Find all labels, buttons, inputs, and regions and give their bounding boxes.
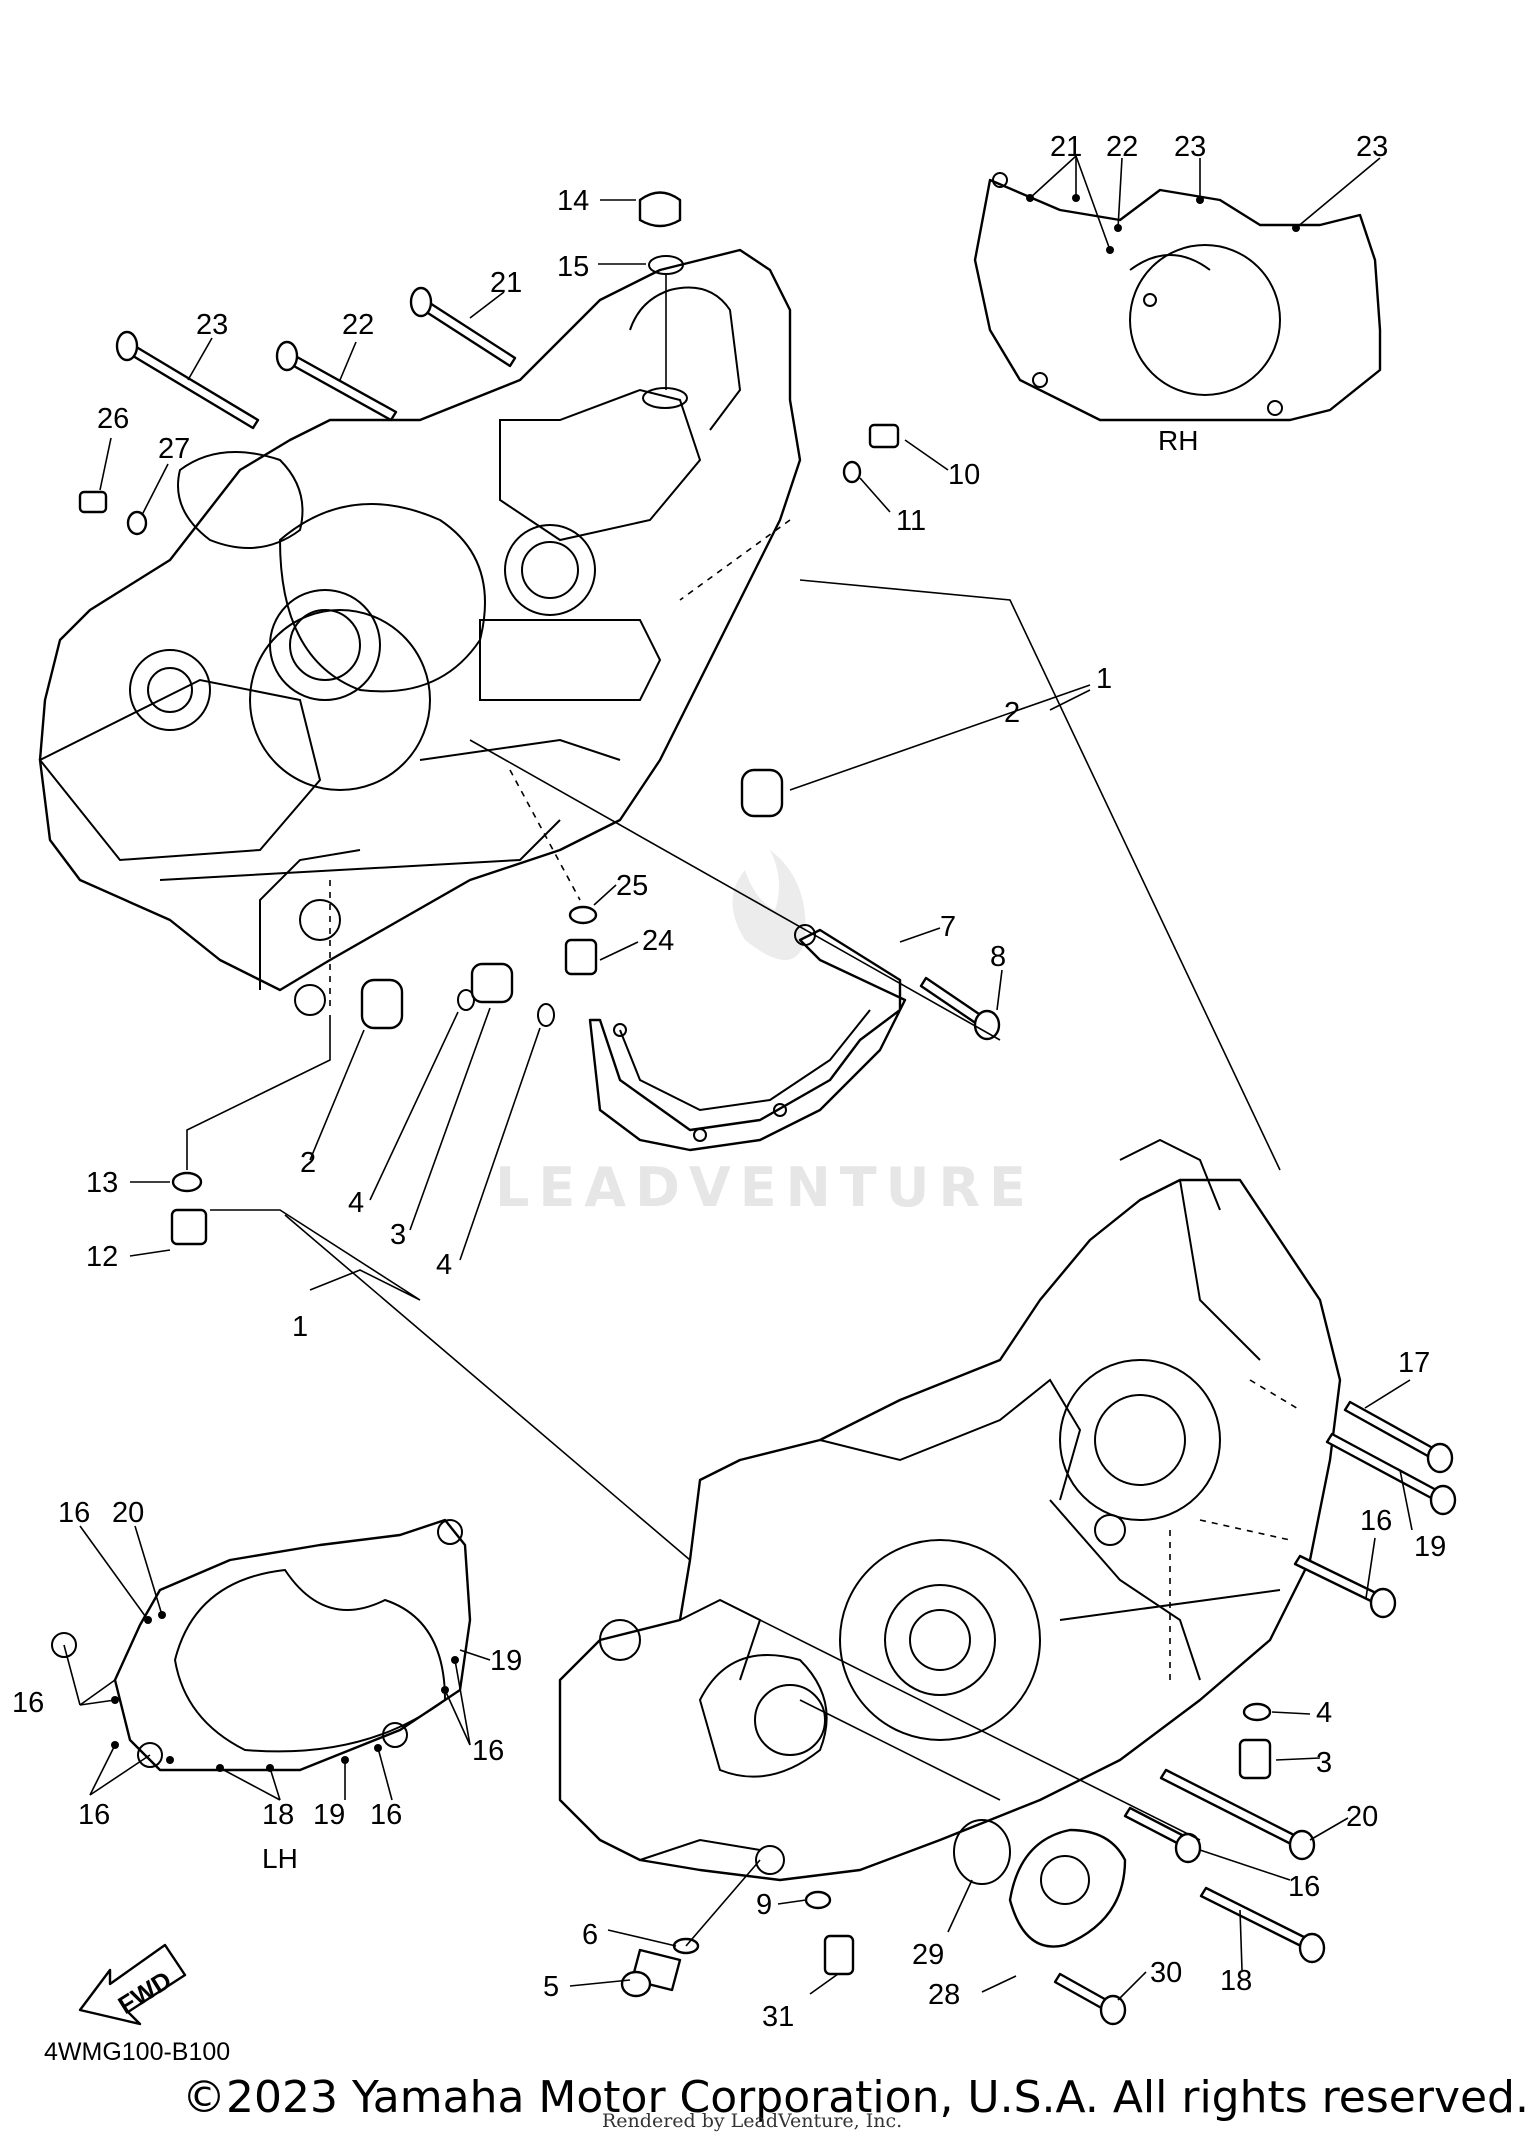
watermark: LEADVENTURE [495, 850, 1035, 1219]
rh-callout-23-a: 23 [1174, 131, 1206, 163]
callout-29: 29 [912, 1939, 944, 1971]
rh-label: RH [1158, 425, 1198, 456]
callout-6: 6 [582, 1919, 598, 1951]
callout-18: 18 [1220, 1965, 1252, 1997]
callout-9: 9 [756, 1889, 772, 1921]
rh-callout-22: 22 [1106, 131, 1138, 163]
lh-callout-18: 18 [262, 1799, 294, 1831]
callout-26: 26 [97, 403, 129, 435]
callout-16-right: 16 [1360, 1505, 1392, 1537]
lh-callout-16-b: 16 [12, 1687, 44, 1719]
callout-7: 7 [940, 911, 956, 943]
exploded-parts-diagram: LEADVENTURE [12, 131, 1457, 2066]
callout-17: 17 [1398, 1347, 1430, 1379]
fasteners [78, 191, 1457, 2026]
lh-callout-20: 20 [112, 1497, 144, 1529]
lh-callout-16-d: 16 [78, 1799, 110, 1831]
rh-callout-21: 21 [1050, 131, 1082, 163]
callout-1-upper: 1 [1096, 663, 1112, 695]
callout-19-right: 19 [1414, 1531, 1446, 1563]
callout-30: 30 [1150, 1957, 1182, 1989]
callout-5: 5 [543, 1971, 559, 2003]
rendered-by-credit: Rendered by LeadVenture, Inc. [602, 2110, 903, 2132]
callout-22: 22 [342, 309, 374, 341]
callout-4-left: 4 [348, 1187, 364, 1219]
lh-callout-19-a: 19 [490, 1645, 522, 1677]
callout-1-lower: 1 [292, 1311, 308, 1343]
callout-31: 31 [762, 2001, 794, 2033]
callout-28: 28 [928, 1979, 960, 2011]
crankcase-guard [588, 924, 907, 1152]
callout-3-left: 3 [390, 1219, 406, 1251]
rh-inset [973, 155, 1382, 422]
callout-21: 21 [490, 267, 522, 299]
callout-4-right: 4 [436, 1249, 452, 1281]
callout-2-upper: 2 [1004, 697, 1020, 729]
diagram-code: 4WMG100-B100 [44, 2038, 230, 2066]
callout-11: 11 [896, 505, 926, 537]
fwd-arrow: FWD [78, 1943, 187, 2026]
callout-10: 10 [948, 459, 980, 491]
callout-15: 15 [557, 251, 589, 283]
callout-2-lower: 2 [300, 1147, 316, 1179]
lh-callout-19-b: 19 [313, 1799, 345, 1831]
lh-callout-16-e: 16 [370, 1799, 402, 1831]
callout-23: 23 [196, 309, 228, 341]
callout-3-lower: 3 [1316, 1747, 1332, 1779]
right-crankcase-half [558, 1138, 1342, 1882]
lh-inset [51, 1518, 491, 1801]
callout-labels: 14 15 21 23 22 26 27 10 11 1 2 25 24 7 8… [12, 131, 1446, 2066]
callout-14: 14 [557, 185, 589, 217]
callout-25: 25 [616, 870, 648, 902]
copyright-notice: ©2023 Yamaha Motor Corporation, U.S.A. A… [182, 2072, 1529, 2123]
watermark-text: LEADVENTURE [495, 1156, 1035, 1219]
callout-13: 13 [86, 1167, 118, 1199]
left-crankcase-half [38, 248, 802, 1016]
callout-4-lower: 4 [1316, 1697, 1332, 1729]
leader-lines [99, 199, 1413, 2001]
callout-8: 8 [990, 941, 1006, 973]
lh-callout-16-c: 16 [472, 1735, 504, 1767]
callout-24: 24 [642, 925, 674, 957]
callout-27: 27 [158, 433, 190, 465]
lh-label: LH [262, 1843, 298, 1874]
callout-20: 20 [1346, 1801, 1378, 1833]
callout-12: 12 [86, 1241, 118, 1273]
callout-16-lower: 16 [1288, 1871, 1320, 1903]
lh-callout-16-a: 16 [58, 1497, 90, 1529]
rh-callout-23-b: 23 [1356, 131, 1388, 163]
